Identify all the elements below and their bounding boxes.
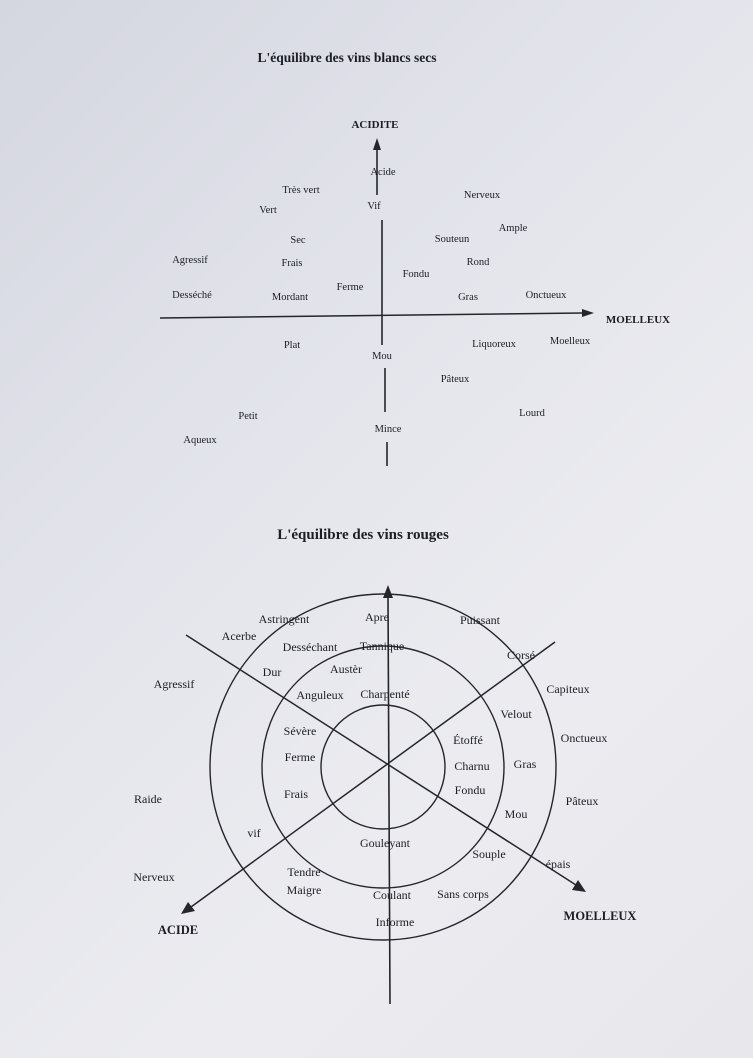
term-vif: Vif [367, 201, 381, 212]
term-severe: Sévère [284, 724, 317, 738]
term-nerveux: Nerveux [133, 870, 174, 884]
term-raide: Raide [134, 792, 162, 806]
term-moelleux: Moelleux [550, 336, 591, 347]
red-wine-title: L'équilibre des vins rouges [277, 527, 449, 543]
term-desseche: Desséché [172, 290, 212, 301]
moelleux-arrow-icon [582, 309, 594, 317]
term-charpente: Charpenté [360, 687, 409, 701]
term-vert: Vert [259, 205, 277, 216]
vertical-arrow-icon [383, 585, 393, 598]
term-moelleux-axis-label: MOELLEUX [564, 909, 637, 923]
term-astringent: Astringent [259, 612, 310, 626]
white-wine-axes [159, 138, 594, 466]
term-rond: Rond [467, 257, 491, 268]
middle-circle [261, 645, 505, 889]
term-puissant: Puissant [460, 613, 501, 627]
term-capiteux: Capiteux [546, 682, 589, 696]
term-tres-vert: Très vert [282, 185, 319, 196]
acide-diagonal-line [190, 641, 556, 908]
term-velout: Velout [500, 707, 532, 721]
term-ferme: Ferme [337, 282, 364, 293]
white-wine-diagram: L'équilibre des vins blancs secs ACIDITE… [159, 50, 670, 466]
outer-circle [209, 593, 557, 941]
term-pateux: Pâteux [441, 374, 470, 385]
term-anguleux: Anguleux [296, 688, 343, 702]
term-charnu: Charnu [454, 759, 489, 773]
moelleux-diagonal-line [185, 634, 577, 886]
term-apre: Apre [365, 610, 389, 624]
moelleux-axis-label: MOELLEUX [606, 314, 670, 326]
term-frais: Frais [282, 258, 303, 269]
term-coulant: Coulant [373, 888, 412, 902]
term-gouleyant: Gouleyant [360, 836, 411, 850]
term-onctueux: Onctueux [526, 290, 568, 301]
red-wine-wheel [181, 585, 586, 1005]
term-liquoreux: Liquoreux [472, 339, 516, 350]
term-sec: Sec [290, 235, 306, 246]
term-etoffe: Étoffé [453, 733, 483, 747]
term-frais: Frais [284, 787, 308, 801]
term-petit: Petit [238, 411, 257, 422]
term-souteun: Souteun [435, 234, 470, 245]
acidite-axis-label: ACIDITE [351, 119, 398, 131]
term-auster: Austèr [330, 662, 362, 676]
inner-circle [320, 704, 446, 830]
term-ferme: Ferme [285, 750, 316, 764]
term-tannique: Tannique [360, 639, 404, 653]
moelleux-diagonal-arrow-icon [572, 880, 586, 892]
term-corse: Corsé [507, 648, 535, 662]
term-onctueux: Onctueux [561, 731, 608, 745]
term-maigre: Maigre [287, 883, 322, 897]
term-vif: vif [247, 826, 260, 840]
term-sans-corps: Sans corps [437, 887, 489, 901]
term-fondu: Fondu [403, 269, 431, 280]
term-gras: Gras [458, 292, 478, 303]
term-mordant: Mordant [272, 292, 308, 303]
term-dur: Dur [263, 665, 282, 679]
term-agressif: Agressif [172, 255, 208, 266]
term-fondu: Fondu [455, 783, 486, 797]
term-aqueux: Aqueux [183, 435, 217, 446]
white-wine-title: L'équilibre des vins blancs secs [257, 50, 436, 65]
term-tendre: Tendre [287, 865, 320, 879]
term-mou: Mou [505, 807, 528, 821]
term-dessechant: Desséchant [283, 640, 338, 654]
term-informe: Informe [376, 915, 415, 929]
term-plat: Plat [284, 340, 300, 351]
term-pateux: Pâteux [566, 794, 599, 808]
term-acide-axis-label: ACIDE [158, 923, 198, 937]
term-lourd: Lourd [519, 408, 545, 419]
term-mince: Mince [375, 424, 402, 435]
acidite-arrow-icon [373, 138, 381, 150]
term-acerbe: Acerbe [222, 629, 257, 643]
vertical-axis-line [387, 597, 391, 1005]
acide-diagonal-arrow-icon [181, 902, 195, 914]
term-epais: épais [546, 857, 571, 871]
term-gras: Gras [514, 757, 537, 771]
term-acide: Acide [370, 167, 395, 178]
term-agressif: Agressif [154, 677, 195, 691]
term-souple: Souple [472, 847, 505, 861]
moelleux-axis-line [159, 312, 583, 319]
term-nerveux: Nerveux [464, 190, 501, 201]
term-mou: Mou [372, 351, 393, 362]
term-ample: Ample [499, 223, 528, 234]
